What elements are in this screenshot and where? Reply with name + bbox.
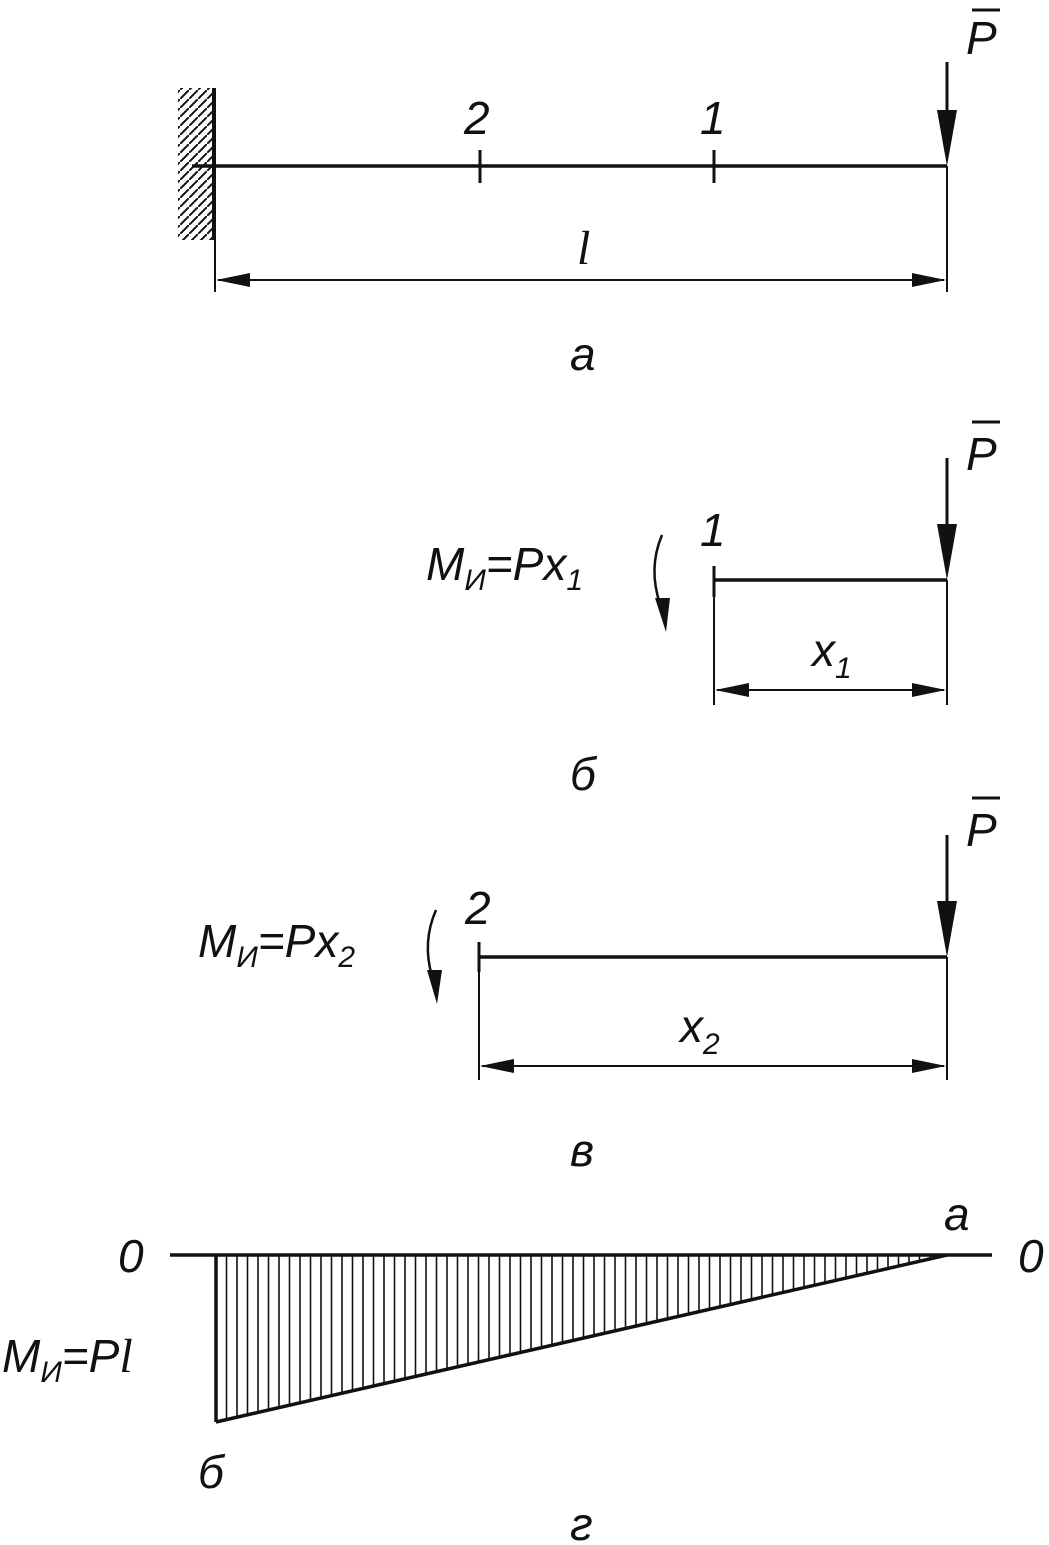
point-a-label: а	[944, 1188, 970, 1240]
caption-a: а	[570, 328, 596, 380]
dim-arrow-right-b	[912, 683, 946, 697]
section-label-v: 2	[464, 882, 491, 934]
length-label: l	[577, 222, 590, 275]
dim-arrow-right-a	[912, 273, 946, 287]
max-moment-label: MИ=Pl	[2, 1330, 133, 1389]
dim-label-b: x1	[810, 624, 852, 685]
section-2-label: 2	[463, 92, 490, 144]
moment-arrowhead-v	[427, 970, 442, 1004]
caption-g: г	[570, 1498, 593, 1545]
fixed-support-hatch	[178, 88, 214, 240]
moment-label-v: MИ=Px2	[198, 915, 355, 974]
panel-g: 0 0 а б MИ=Pl г	[2, 1188, 1044, 1545]
section-1-label: 1	[700, 92, 726, 144]
force-label-v: P	[966, 804, 997, 856]
point-b-label: б	[198, 1446, 226, 1498]
moment-arc-v	[426, 909, 438, 977]
dim-arrow-left-a	[216, 273, 250, 287]
force-arrowhead-a	[937, 110, 957, 166]
moment-label-b: MИ=Px1	[426, 538, 583, 597]
moment-diagram-hatching	[225, 1255, 942, 1420]
dim-label-v: x2	[678, 1000, 720, 1061]
force-arrowhead-b	[937, 524, 957, 580]
panel-a: 2 1 P l а	[178, 8, 1000, 380]
force-arrowhead-v	[937, 901, 957, 957]
panel-v: 2 P MИ=Px2 x2 в	[198, 796, 1000, 1176]
section-label-b: 1	[700, 504, 726, 556]
dim-arrow-right-v	[912, 1059, 946, 1073]
zero-label-right: 0	[1018, 1230, 1044, 1282]
caption-v: в	[570, 1124, 594, 1176]
zero-label-left: 0	[118, 1230, 144, 1282]
panel-b: 1 P MИ=Px1 x1 б	[426, 420, 1000, 800]
dim-arrow-left-b	[715, 683, 749, 697]
force-label-a: P	[966, 12, 997, 64]
diagram-slope	[215, 1253, 948, 1424]
force-label-b: P	[966, 428, 997, 480]
moment-arrowhead-b	[655, 598, 670, 632]
moment-arc-b	[653, 534, 664, 605]
caption-b: б	[570, 748, 598, 800]
dim-arrow-left-v	[480, 1059, 514, 1073]
